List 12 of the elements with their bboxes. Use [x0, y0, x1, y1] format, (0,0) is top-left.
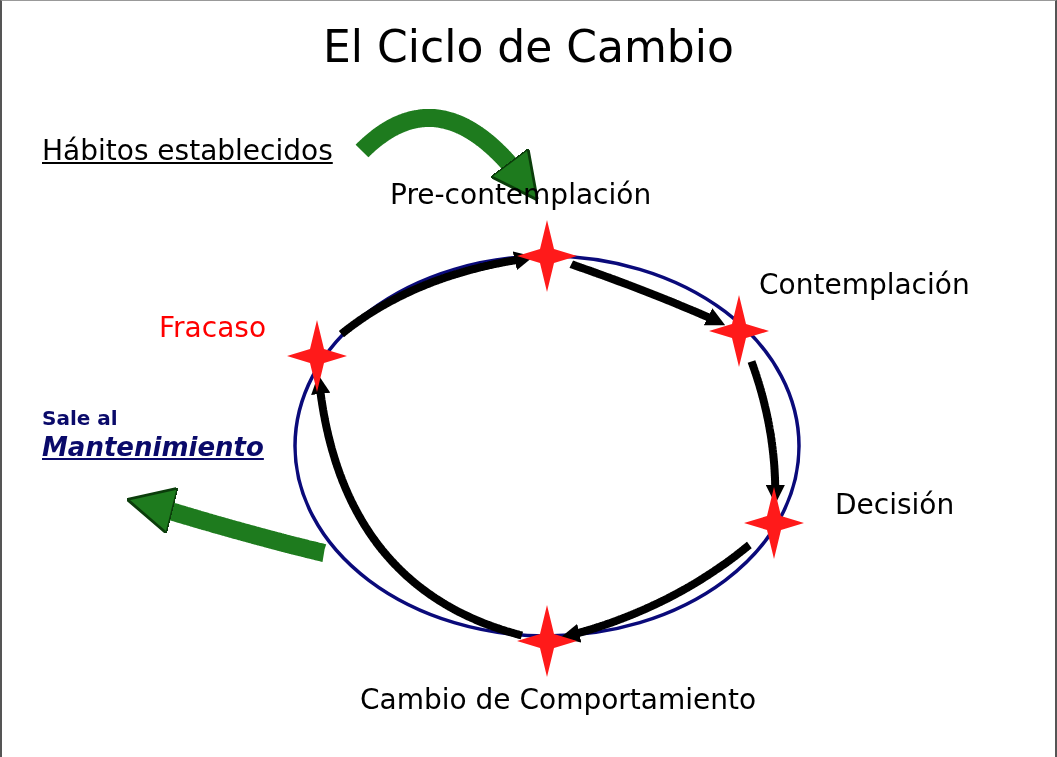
- arrow: [353, 108, 539, 202]
- stage-label: Decisión: [835, 487, 955, 523]
- title: El Ciclo de Cambio: [322, 21, 735, 72]
- stage-label: Contemplación: [759, 267, 970, 303]
- stage-label: Hábitos establecidos: [42, 133, 333, 169]
- stage-label: Sale al: [42, 405, 119, 431]
- stage-label: Mantenimiento: [42, 431, 264, 464]
- stage-label: Pre-contemplación: [390, 177, 652, 213]
- stage-label: Fracaso: [159, 310, 266, 346]
- arrow: [567, 260, 726, 326]
- stage-label: Cambio de Comportamiento: [360, 682, 757, 718]
- arrow: [560, 541, 753, 643]
